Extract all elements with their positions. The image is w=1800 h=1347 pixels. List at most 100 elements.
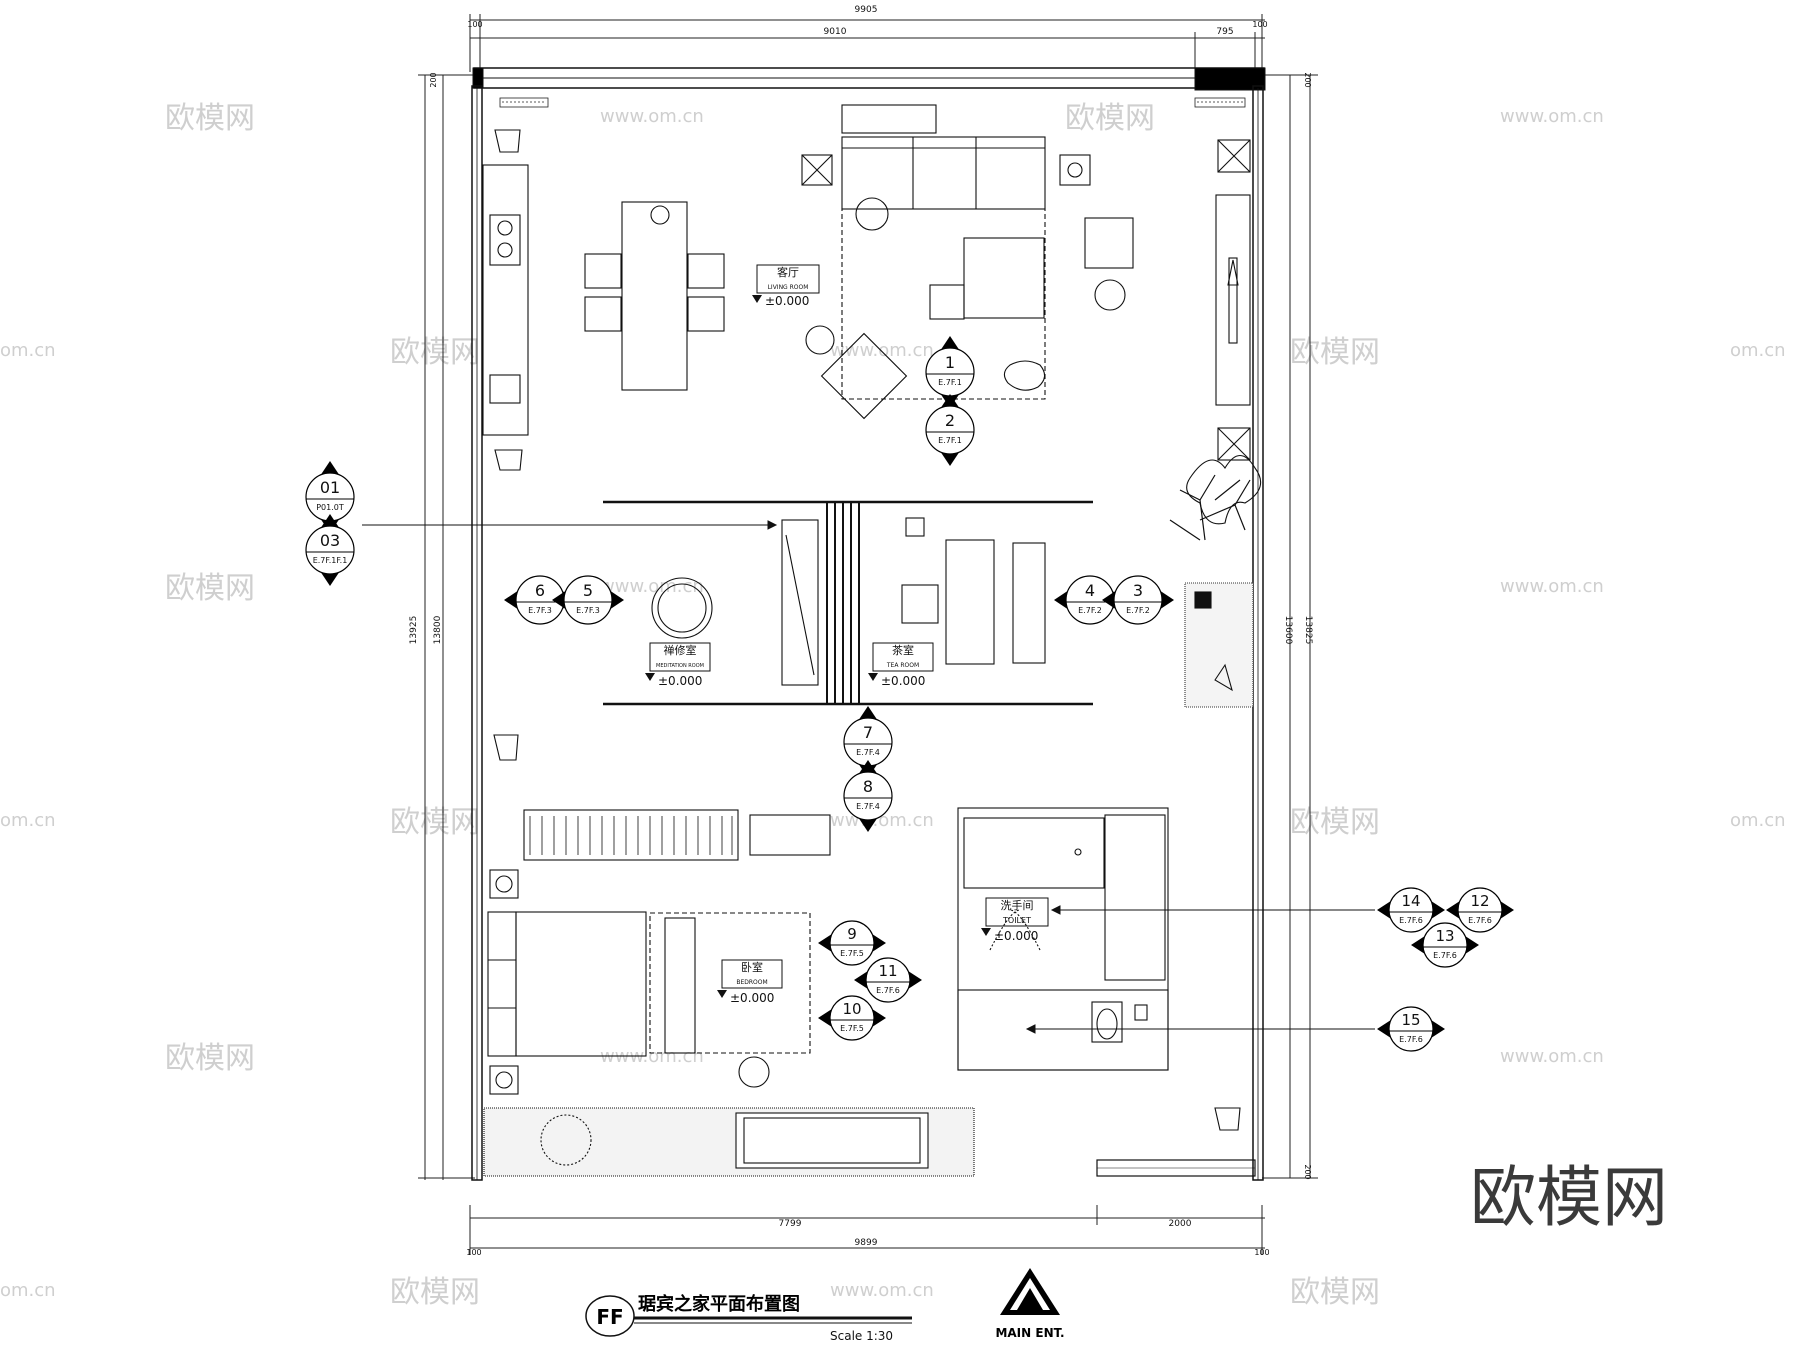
room-name-cn: 茶室 xyxy=(892,643,914,657)
marker-circle xyxy=(1113,575,1163,625)
marker-circle xyxy=(1388,887,1434,933)
dim-label: 13600 xyxy=(1283,616,1293,645)
dim-label: 200 xyxy=(1303,72,1312,87)
drawing-scale: Scale 1:30 xyxy=(830,1329,893,1343)
title-block: FF 琚宾之家平面布置图 Scale 1:30 xyxy=(585,1293,912,1343)
room-name-en: TOILET xyxy=(1002,916,1031,925)
elevation-marker: 10E.7F.5 xyxy=(818,995,886,1041)
marker-reference: E.7F.1 xyxy=(938,378,962,387)
drawing-code: FF xyxy=(596,1305,623,1329)
dim-label: 100 xyxy=(1252,20,1267,29)
entrance-label: MAIN ENT. xyxy=(995,1326,1064,1340)
middle-zone xyxy=(603,454,1262,708)
living-room-furniture xyxy=(482,104,1251,471)
dim-label: 13925 xyxy=(409,616,419,645)
room-name-en: LIVING ROOM xyxy=(768,284,809,291)
marker-number: 03 xyxy=(320,531,340,550)
marker-circle xyxy=(1388,1006,1434,1052)
room-name-cn: 卧室 xyxy=(741,960,763,974)
drawing-title: 琚宾之家平面布置图 xyxy=(638,1293,800,1315)
curtain-tracks xyxy=(499,97,1246,108)
marker-number: 12 xyxy=(1470,892,1489,910)
marker-circle xyxy=(829,995,875,1041)
dimension-labels: 9905 100 9010 795 100 13925 13800 200 13… xyxy=(409,5,1313,1257)
marker-reference: E.7F.3 xyxy=(528,606,552,615)
watermark-url: www.om.cn xyxy=(830,1280,934,1301)
room-name-en: BEDROOM xyxy=(736,979,767,986)
watermark-url: om.cn xyxy=(0,810,56,831)
room-name-cn: 禅修室 xyxy=(664,643,697,657)
marker-reference: E.7F.3 xyxy=(576,606,600,615)
elevation-marker: 14E.7F.6 xyxy=(1377,887,1445,933)
dim-label: 200 xyxy=(429,72,438,87)
room-name-cn: 洗手间 xyxy=(1001,898,1034,912)
room-name-en: TEA ROOM xyxy=(886,662,919,669)
watermark-url: om.cn xyxy=(1730,340,1786,361)
watermark: 欧模网 xyxy=(1290,1275,1380,1310)
marker-reference: E.7F.4 xyxy=(856,802,880,811)
elevation-marker: 7E.7F.4 xyxy=(843,706,893,778)
elevation-markers: 1E.7F.12E.7F.101P01.0T03E.7F.1F.16E.7F.3… xyxy=(305,336,1514,1052)
marker-reference: E.7F.6 xyxy=(1399,1035,1423,1044)
marker-number: 14 xyxy=(1401,892,1420,910)
floor-level: ±0.000 xyxy=(881,674,925,688)
marker-reference: E.7F.6 xyxy=(876,986,900,995)
room-name-en: MEDITATION ROOM xyxy=(656,663,704,669)
watermark: 欧模网 xyxy=(1065,101,1155,136)
watermark-url: www.om.cn xyxy=(600,576,704,597)
dim-label: 13825 xyxy=(1303,616,1313,645)
watermark-url: www.om.cn xyxy=(600,106,704,127)
elevation-marker: 15E.7F.6 xyxy=(1377,1006,1445,1052)
marker-circle xyxy=(1422,922,1468,968)
marker-number: 1 xyxy=(945,353,955,372)
marker-circle xyxy=(1457,887,1503,933)
marker-number: 15 xyxy=(1401,1011,1420,1029)
elevation-marker: 03E.7F.1F.1 xyxy=(305,514,355,586)
floor-level: ±0.000 xyxy=(730,991,774,1005)
marker-number: 4 xyxy=(1085,581,1095,600)
dim-label: 100 xyxy=(466,1248,481,1257)
marker-reference: P01.0T xyxy=(316,503,344,512)
elevation-marker: 2E.7F.1 xyxy=(925,394,975,466)
elevation-marker: 8E.7F.4 xyxy=(843,760,893,832)
marker-reference: E.7F.5 xyxy=(840,1024,864,1033)
dim-label: 100 xyxy=(467,20,482,29)
floor-level: ±0.000 xyxy=(658,674,702,688)
marker-circle xyxy=(865,957,911,1003)
marker-circle xyxy=(563,575,613,625)
dimension-lines xyxy=(418,14,1318,1255)
elevation-marker: 12E.7F.6 xyxy=(1446,887,1514,933)
watermark: 欧模网 xyxy=(1290,805,1380,840)
toilet-fixtures xyxy=(957,807,1241,1131)
marker-number: 11 xyxy=(878,962,897,980)
toilet-label: 洗手间 TOILET ±0.000 xyxy=(981,897,1049,943)
watermark-url: om.cn xyxy=(1730,810,1786,831)
dim-label: 9905 xyxy=(855,5,878,15)
elevation-marker: 13E.7F.6 xyxy=(1411,922,1479,968)
living-room-label: 客厅 LIVING ROOM ±0.000 xyxy=(752,264,820,308)
watermark-url: www.om.cn xyxy=(600,1046,704,1067)
watermark-url: www.om.cn xyxy=(1500,576,1604,597)
watermark-url: om.cn xyxy=(0,340,56,361)
marker-number: 6 xyxy=(535,581,545,600)
elevation-marker: 11E.7F.6 xyxy=(854,957,922,1003)
dim-label: 9010 xyxy=(824,27,847,37)
marker-circle xyxy=(305,525,355,575)
marker-number: 7 xyxy=(863,723,873,742)
bedroom-furniture xyxy=(483,734,975,1177)
marker-reference: E.7F.2 xyxy=(1126,606,1150,615)
watermark: 欧模网 xyxy=(165,1041,255,1076)
watermark: 欧模网 xyxy=(390,805,480,840)
watermark-url: www.om.cn xyxy=(1500,1046,1604,1067)
marker-number: 2 xyxy=(945,411,955,430)
watermark: 欧模网 xyxy=(390,1275,480,1310)
marker-reference: E.7F.6 xyxy=(1433,951,1457,960)
marker-reference: E.7F.5 xyxy=(840,949,864,958)
main-entrance: MAIN ENT. xyxy=(995,1268,1065,1340)
marker-number: 01 xyxy=(320,478,340,497)
dim-label: 795 xyxy=(1216,27,1233,37)
watermark: 欧模网 xyxy=(165,101,255,136)
marker-reference: E.7F.2 xyxy=(1078,606,1102,615)
marker-circle xyxy=(843,771,893,821)
